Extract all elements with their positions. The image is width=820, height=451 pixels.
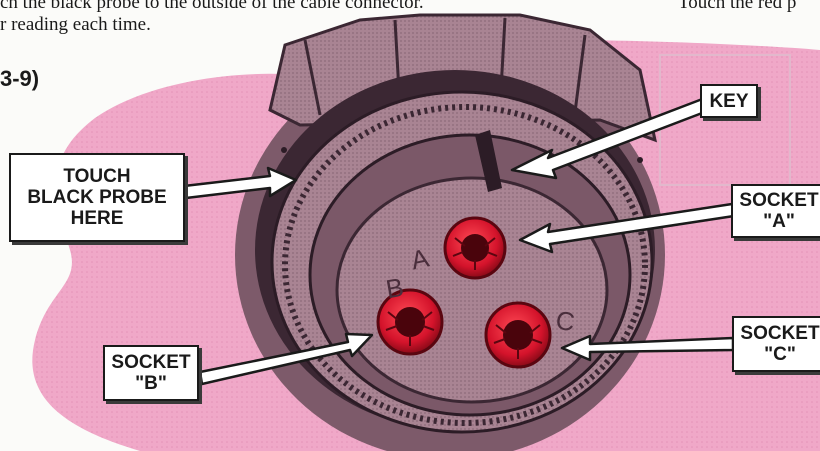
callout-socket-b: SOCKET "B" <box>103 345 199 401</box>
callout-socket-c: SOCKET "C" <box>732 316 820 372</box>
callout-touch-black-probe: TOUCH BLACK PROBE HERE <box>9 153 185 242</box>
socket-c-pin <box>486 303 550 367</box>
socket-a-pin <box>445 218 505 278</box>
callout-socket-a: SOCKET "A" <box>731 184 820 238</box>
callout-key: KEY <box>700 84 758 118</box>
